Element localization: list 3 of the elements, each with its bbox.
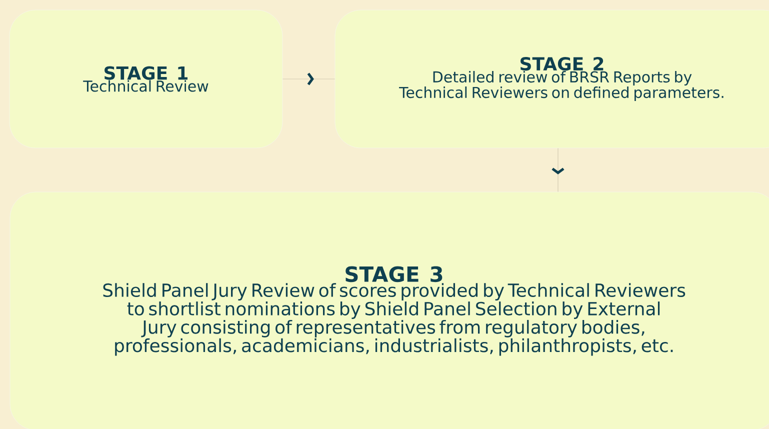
stage-box: STAGE 3 Shield Panel Jury Review of scores provided by Technical Reviewers to shortlist nominations by Shield Panel Selection by External Jury consisting of representatives from regulatory bodies, professionals, academicians, industrialists, philanthropists, etc.	[10, 192, 769, 429]
stage-box: STAGE 1 Technical Review	[9, 10, 283, 148]
stage-box: STAGE 2 Detailed review of BRSR Reports by Technical Reviewers on defined parameters.	[334, 10, 769, 148]
